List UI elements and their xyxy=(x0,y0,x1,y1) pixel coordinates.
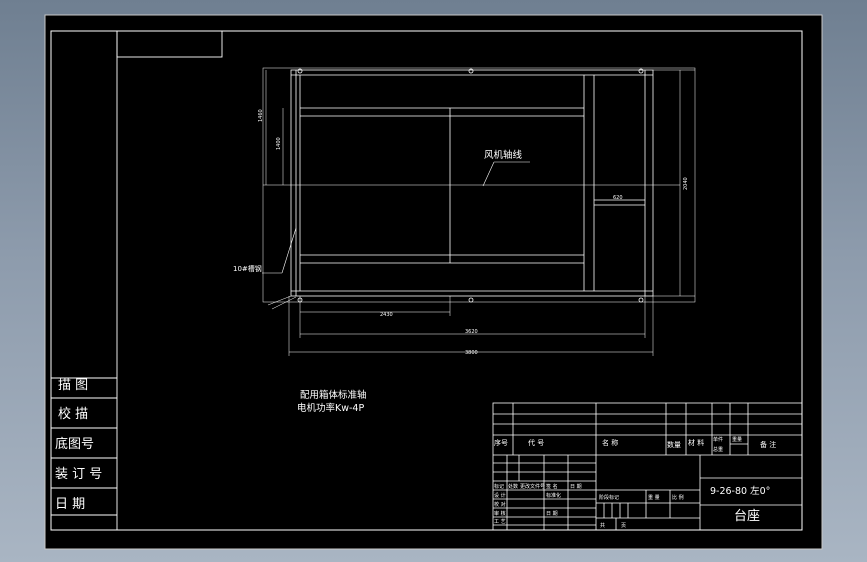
dim-top-left-v: 1460 xyxy=(258,109,264,122)
rev-sign: 签 名 xyxy=(546,483,558,490)
channel-steel-label: 10#槽钢 xyxy=(233,264,262,273)
title-block xyxy=(492,402,803,531)
stamp-draw: 描 图 xyxy=(58,378,88,393)
hdr-unit: 单件 xyxy=(713,436,723,443)
sheet-page: 页 xyxy=(621,523,626,529)
drawing-number: 9-26-80 左0° xyxy=(710,485,770,497)
stage-scale: 比 例 xyxy=(672,494,684,501)
stamp-base-no: 底图号 xyxy=(55,436,94,452)
dim-bottom-short: 2430 xyxy=(380,312,393,318)
hdr-name: 名 称 xyxy=(602,438,618,447)
bolt-holes xyxy=(297,68,644,303)
stamp-trace-check: 校 描 xyxy=(58,406,88,422)
hdr-qty: 数量 xyxy=(667,440,681,449)
dim-top-left-v2: 1400 xyxy=(276,137,282,150)
role-review: 审 核 xyxy=(494,510,506,517)
hdr-total: 总重 xyxy=(713,446,723,453)
rev-doc: 更改文件号 xyxy=(520,483,545,490)
binding-stamp xyxy=(51,377,117,516)
hdr-code: 代 号 xyxy=(528,438,544,447)
hdr-seq: 序号 xyxy=(494,438,508,447)
rev-date: 日 期 xyxy=(570,484,582,490)
role-design: 设 计 xyxy=(494,492,506,499)
dim-right-v: 2040 xyxy=(683,177,689,190)
stamp-date: 日 期 xyxy=(55,497,85,512)
fan-axis-label: 风机轴线 xyxy=(484,149,523,161)
drawing-name: 台座 xyxy=(734,509,760,524)
inner-border xyxy=(116,30,803,531)
dim-bottom-overall: 3800 xyxy=(465,350,478,356)
note-line-1: 配用箱体标准轴 xyxy=(300,389,367,401)
stage-weight: 重 量 xyxy=(648,494,660,501)
rev-mark: 标记 xyxy=(494,483,504,490)
hdr-weight: 重量 xyxy=(732,436,742,443)
hdr-remark: 备 注 xyxy=(760,440,776,449)
role-process: 工 艺 xyxy=(494,519,506,525)
hdr-material: 材 料 xyxy=(688,438,704,447)
stamp-binding-no: 装 订 号 xyxy=(55,467,102,482)
sheet-total: 共 xyxy=(600,522,605,529)
role-standard: 标准化 xyxy=(546,492,561,499)
drawing-canvas xyxy=(44,14,823,550)
dim-inner-h: 620 xyxy=(613,195,623,201)
role-check: 校 对 xyxy=(494,501,506,508)
dim-bottom-long: 3620 xyxy=(465,329,478,335)
role-date: 日 期 xyxy=(546,511,558,517)
frame-plan-view xyxy=(262,67,696,356)
note-line-2: 电机功率Kw-4P xyxy=(297,402,364,414)
stage-mark: 阶段标记 xyxy=(599,494,619,501)
top-left-box xyxy=(116,30,223,58)
rev-count: 处数 xyxy=(508,483,518,490)
